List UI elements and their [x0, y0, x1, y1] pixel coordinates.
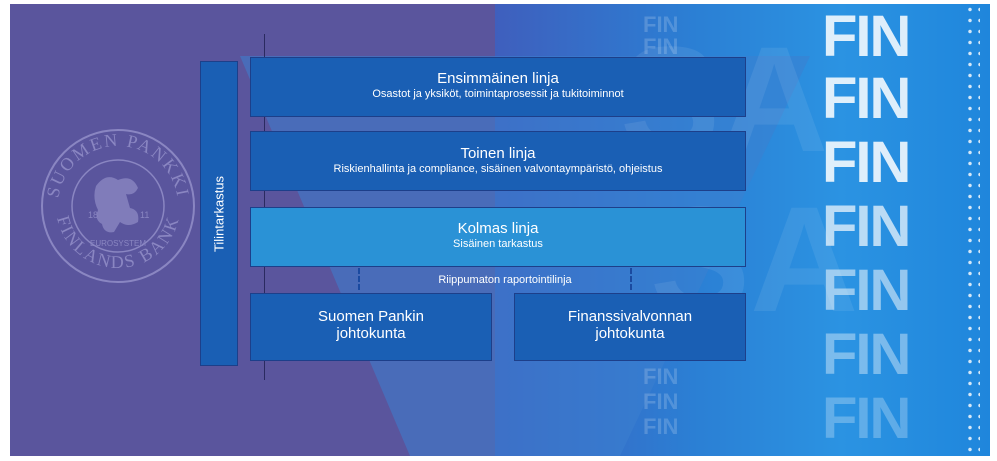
second-line-subtitle: Riskienhallinta ja compliance, sisäinen … [333, 163, 663, 175]
audit-side-label: Tilintarkastus [211, 175, 227, 252]
third-line-subtitle: Sisäinen tarkastus [453, 238, 543, 250]
brand-word-large: FIN [822, 4, 911, 69]
board-left-line1: Suomen Pankin [318, 308, 424, 325]
board-left-line2: johtokunta [336, 325, 406, 342]
brand-word-small: FIN [643, 414, 679, 439]
first-line-subtitle: Osastot ja yksiköt, toimintaprosessit ja… [372, 88, 624, 100]
brand-word-large: FIN [822, 386, 911, 451]
reporting-dashed-line-left [358, 268, 360, 290]
board-box-bank-of-finland: Suomen Pankin johtokunta [250, 293, 492, 361]
board-right-line2: johtokunta [595, 325, 665, 342]
brand-word-large: FIN [822, 66, 911, 131]
brand-word-large: FIN [822, 130, 911, 195]
third-line-box: Kolmas linja Sisäinen tarkastus [250, 207, 746, 267]
brand-word-small: FIN [643, 364, 679, 389]
seal-year-left: 18 [88, 210, 98, 220]
brand-word-small: FIN [643, 389, 679, 414]
audit-side-bar: Tilintarkastus [200, 61, 238, 366]
brand-word-small: FIN [643, 12, 679, 37]
third-line-title: Kolmas linja [457, 220, 539, 237]
independent-reporting-label: Riippumaton raportointilinja [438, 274, 572, 286]
flower-pattern-strip [965, 4, 980, 456]
brand-word-small: FIN [643, 34, 679, 59]
board-right-line1: Finanssivalvonnan [567, 308, 693, 325]
first-line-box: Ensimmäinen linja Osastot ja yksiköt, to… [250, 57, 746, 117]
brand-word-large: FIN [822, 258, 911, 323]
board-box-financial-supervisory: Finanssivalvonnan johtokunta [514, 293, 746, 361]
seal-year-right: 11 [140, 210, 149, 220]
bank-seal-logo: SUOMEN PANKKI FINLANDS BANK 18 11 EUROSY… [41, 129, 195, 283]
first-line-title: Ensimmäinen linja [437, 70, 559, 87]
brand-word-large: FIN [822, 322, 911, 387]
brand-word-large: FIN [822, 194, 911, 259]
seal-eurosystem-text: EUROSYSTEM [90, 239, 146, 248]
reporting-dashed-line-right [630, 268, 632, 290]
diagram-frame: SA SA FIN FIN FIN FIN FIN FIN FIN FIN FI… [10, 4, 990, 456]
second-line-box: Toinen linja Riskienhallinta ja complian… [250, 131, 746, 191]
second-line-title: Toinen linja [460, 145, 536, 162]
